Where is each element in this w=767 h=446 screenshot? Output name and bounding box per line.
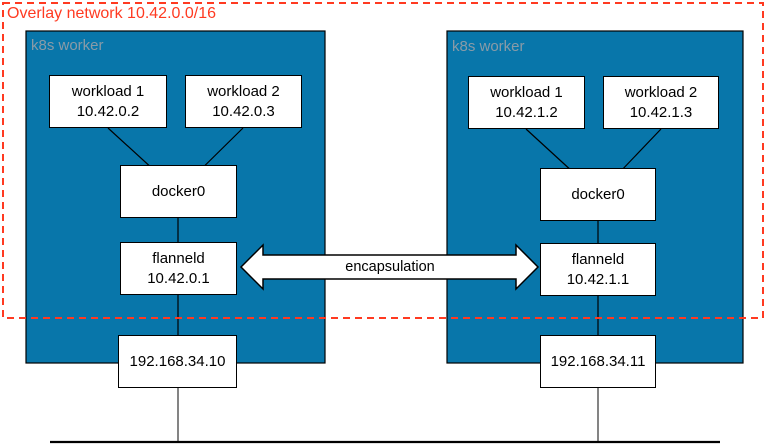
flannel-name: flanneld: [571, 251, 625, 268]
workload-ip: 10.42.0.3: [212, 102, 275, 120]
bridge-name: docker0: [151, 182, 206, 200]
workload-1-box-left: workload 1 10.42.0.2: [49, 75, 167, 128]
flannel-ip: 10.42.0.1: [147, 269, 210, 287]
workload-name: workload 2: [624, 84, 698, 101]
encapsulation-arrow: [239, 243, 540, 291]
host-ip-box-right: 192.168.34.11: [540, 335, 656, 388]
workload-name: workload 2: [207, 83, 280, 100]
workload-ip: 10.42.1.2: [495, 103, 558, 121]
overlay-network-title: Overlay network 10.42.0.0/16: [7, 5, 217, 22]
flanneld-box-left: flanneld 10.42.0.1: [120, 242, 237, 295]
workload-2-box-left: workload 2 10.42.0.3: [185, 75, 302, 128]
workload-name: workload 1: [490, 84, 563, 101]
workload-2-box-right: workload 2 10.42.1.3: [603, 76, 719, 129]
workload-name: workload 1: [71, 83, 145, 100]
flanneld-box-right: flanneld 10.42.1.1: [540, 243, 656, 296]
k8s-worker-left-label: k8s worker: [31, 37, 104, 54]
workload-1-box-right: workload 1 10.42.1.2: [468, 76, 585, 129]
flannel-ip: 10.42.1.1: [566, 270, 630, 288]
host-ip: 192.168.34.10: [129, 352, 226, 370]
bridge-name: docker0: [571, 185, 625, 203]
docker0-box-left: docker0: [120, 165, 237, 218]
docker0-box-right: docker0: [540, 168, 656, 221]
host-ip: 192.168.34.11: [550, 352, 646, 370]
workload-ip: 10.42.1.3: [629, 103, 693, 121]
k8s-worker-right-label: k8s worker: [452, 38, 525, 55]
overlay-network-boundary: [2, 2, 764, 319]
encapsulation-arrow-label: encapsulation: [345, 259, 435, 275]
workload-ip: 10.42.0.2: [76, 102, 140, 120]
host-ip-box-left: 192.168.34.10: [118, 335, 237, 388]
flannel-name: flanneld: [152, 250, 205, 267]
